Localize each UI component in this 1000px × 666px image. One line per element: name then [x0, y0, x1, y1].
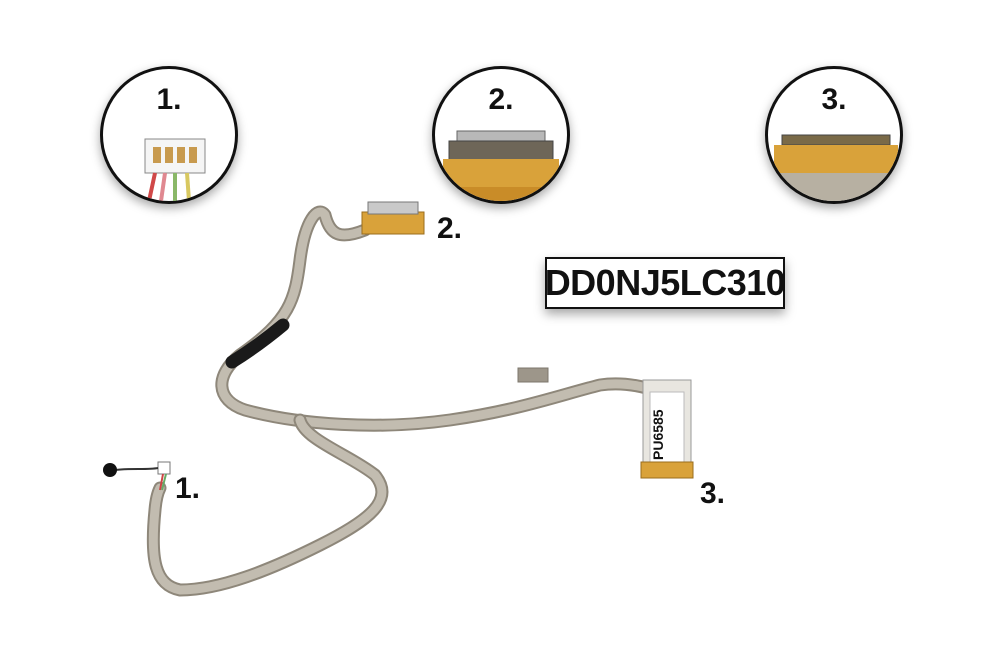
detail-circle-2: 2.: [432, 66, 570, 204]
callout-3: 3.: [700, 477, 726, 510]
detail-circle-3: 3.: [765, 66, 903, 204]
detail-circle-3-label: 3.: [821, 83, 847, 116]
detail-circle-1-label: 1.: [156, 83, 182, 116]
callout-1: 1.: [175, 472, 201, 505]
display-connector-closeup: [768, 134, 900, 201]
lvds-connector-closeup: [435, 130, 567, 201]
sticker-text: PU6585: [650, 409, 666, 460]
detail-circle-2-label: 2.: [488, 83, 514, 116]
callout-2: 2.: [437, 212, 463, 245]
plug-connector-closeup: [144, 138, 206, 201]
part-number-label: DD0NJ5LC310: [545, 257, 786, 309]
detail-circle-1: 1.: [100, 66, 238, 204]
